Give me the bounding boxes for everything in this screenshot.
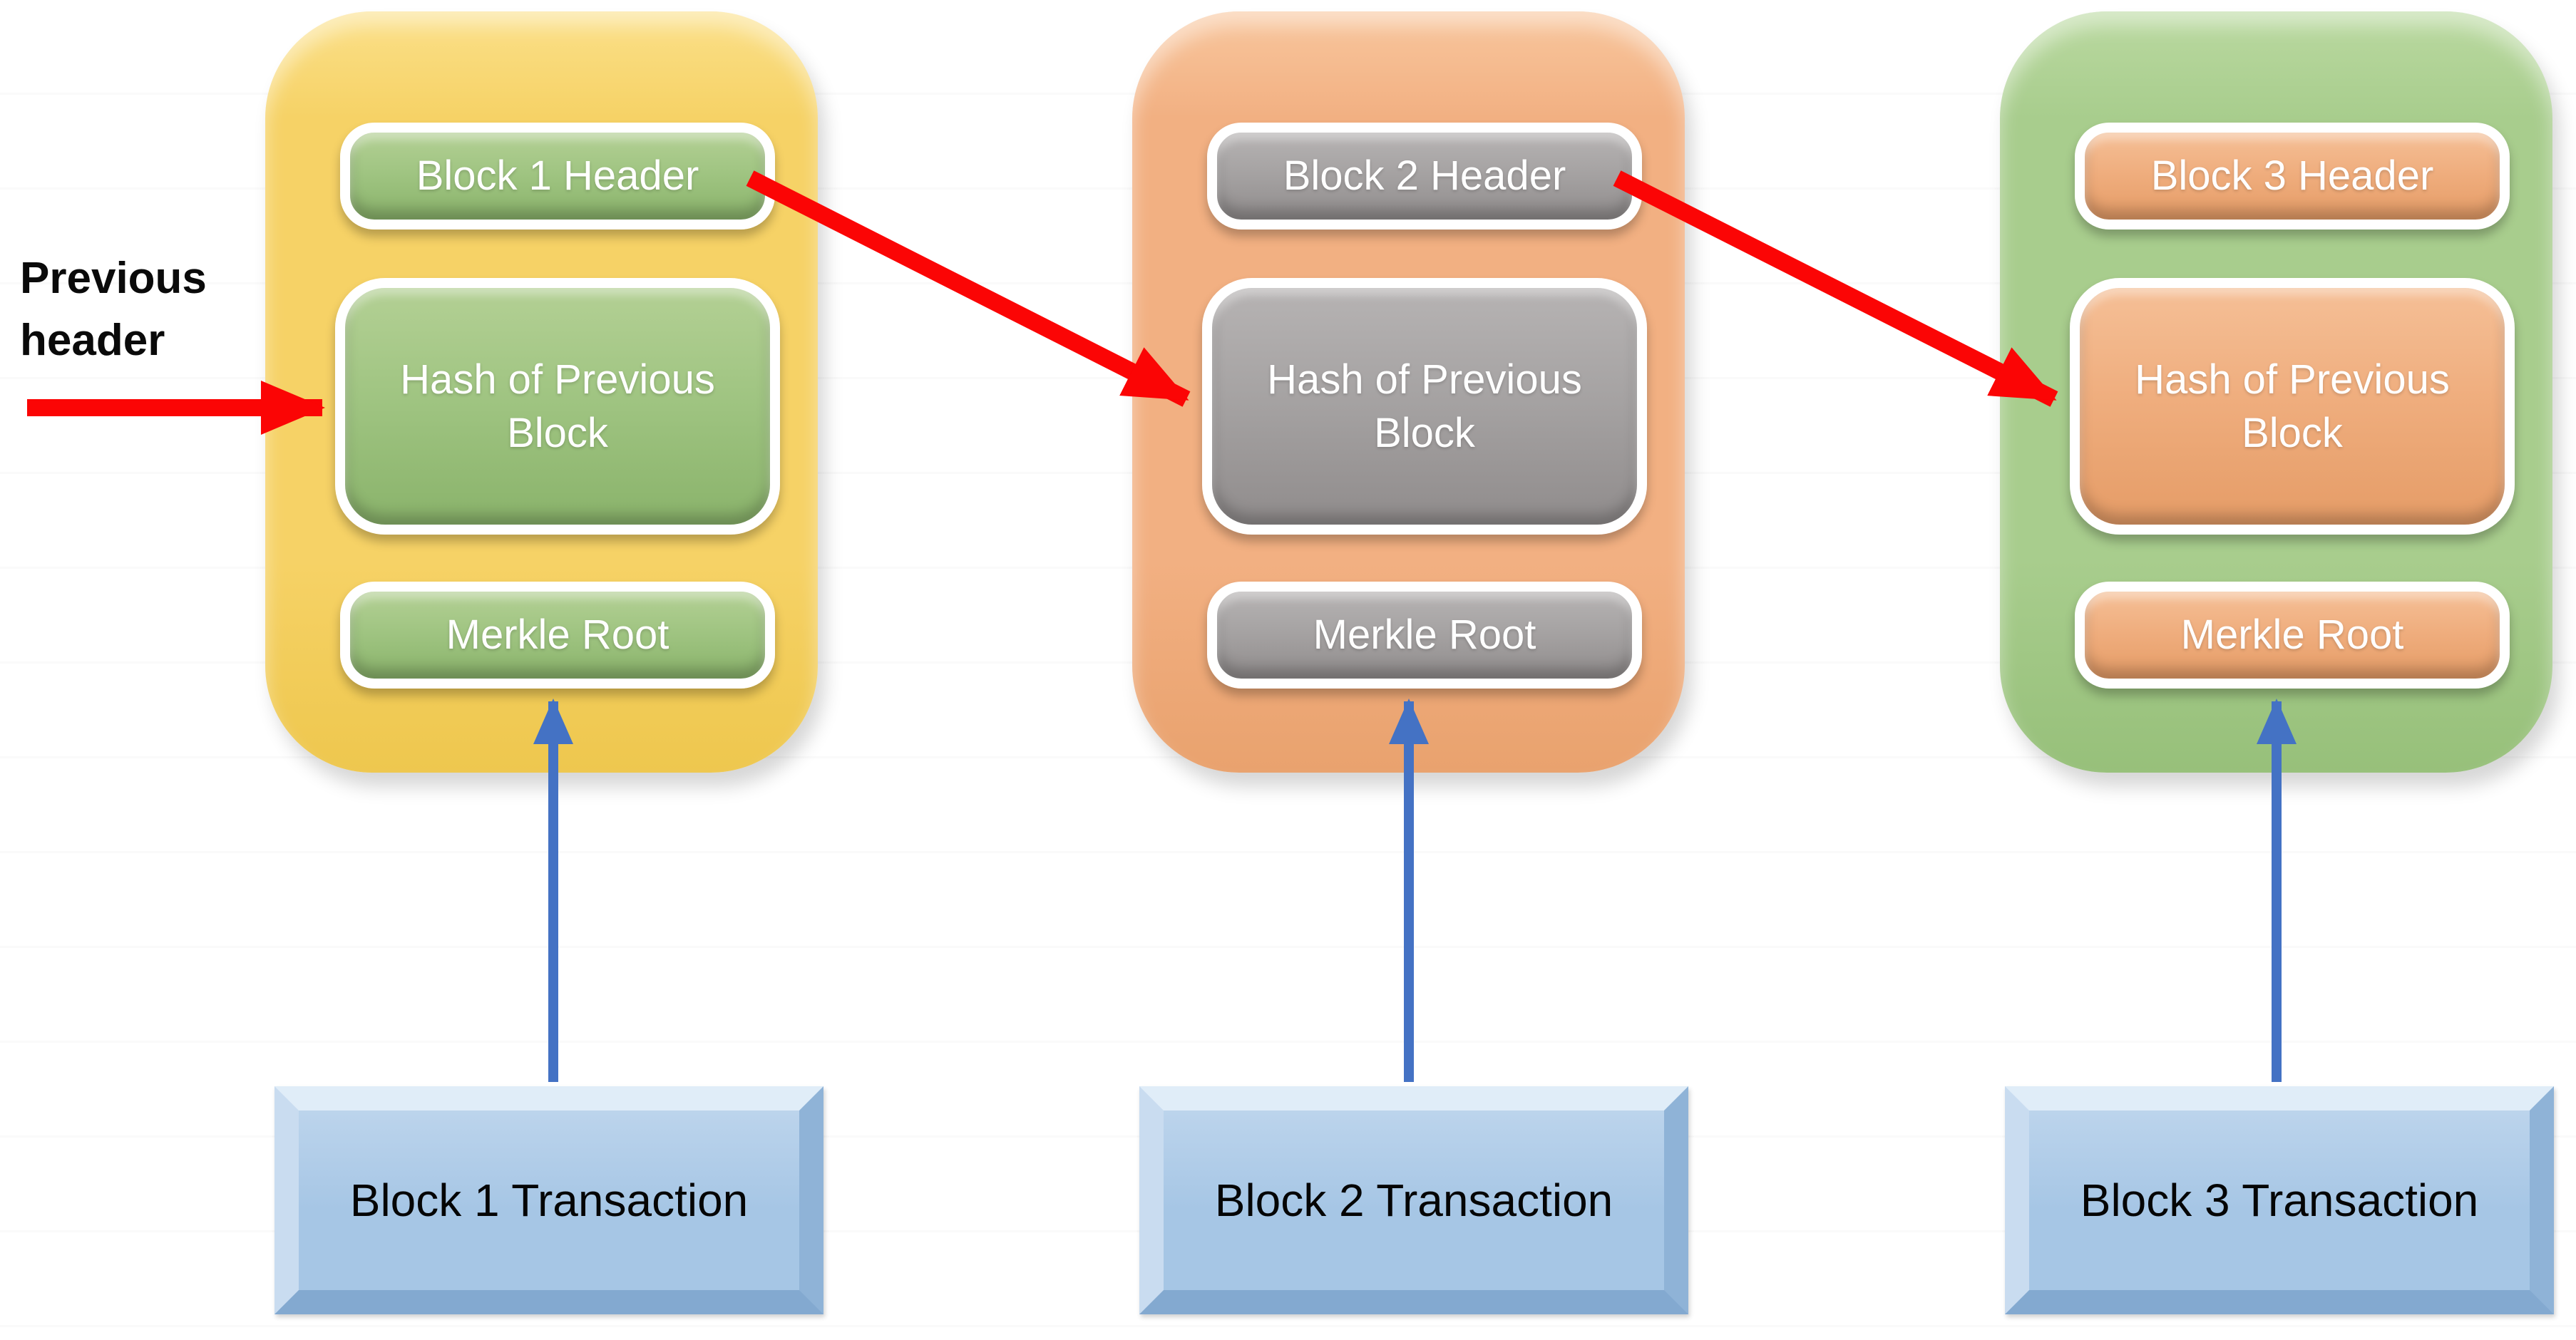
block-1-merkle-label: Merkle Root <box>446 612 669 659</box>
block-2-container: Block 2 Header Hash of Previous Block Me… <box>1132 11 1685 773</box>
block-2-header-label: Block 2 Header <box>1283 153 1566 200</box>
block-2-merkle-label: Merkle Root <box>1313 612 1536 659</box>
block-1-transaction-label: Block 1 Transaction <box>349 1175 749 1226</box>
block-1-merkle-box: Merkle Root <box>340 582 775 689</box>
block-3-header-box: Block 3 Header <box>2075 123 2510 230</box>
block-2-header-box: Block 2 Header <box>1207 123 1642 230</box>
block-1-container: Block 1 Header Hash of Previous Block Me… <box>265 11 818 773</box>
block-2-transaction-box: Block 2 Transaction <box>1139 1086 1688 1314</box>
block-1-header-label: Block 1 Header <box>416 153 699 200</box>
block-2-transaction-label: Block 2 Transaction <box>1214 1175 1613 1226</box>
block-3-hash-label: Hash of Previous Block <box>2135 356 2450 456</box>
block-3-hash-box: Hash of Previous Block <box>2070 278 2515 535</box>
block-3-header-label: Block 3 Header <box>2150 153 2434 200</box>
block-3-transaction-label: Block 3 Transaction <box>2080 1175 2479 1226</box>
block-3-merkle-label: Merkle Root <box>2180 612 2404 659</box>
block-2-hash-label: Hash of Previous Block <box>1267 356 1582 456</box>
previous-header-annotation: Previous header <box>20 254 207 365</box>
block-3-merkle-box: Merkle Root <box>2075 582 2510 689</box>
block-1-transaction-box: Block 1 Transaction <box>274 1086 823 1314</box>
block-2-hash-box: Hash of Previous Block <box>1202 278 1647 535</box>
block-3-container: Block 3 Header Hash of Previous Block Me… <box>2000 11 2552 773</box>
block-1-header-box: Block 1 Header <box>340 123 775 230</box>
block-1-hash-box: Hash of Previous Block <box>335 278 780 535</box>
block-1-hash-label: Hash of Previous Block <box>400 356 715 456</box>
block-3-transaction-box: Block 3 Transaction <box>2005 1086 2554 1314</box>
block-2-merkle-box: Merkle Root <box>1207 582 1642 689</box>
